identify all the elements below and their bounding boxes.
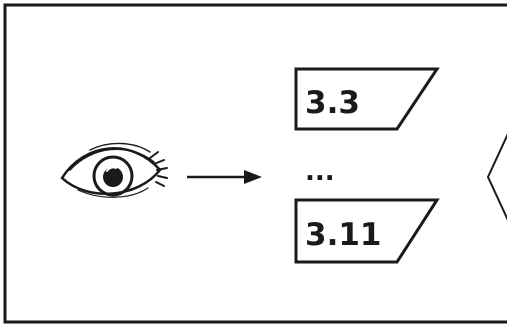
tag-3-3: 3.3: [294, 67, 440, 131]
eye-icon: [60, 142, 168, 198]
tag-shape: [294, 67, 440, 131]
chevron-left-icon: [486, 133, 507, 221]
arrow-right-icon: [187, 170, 262, 184]
ellipsis: ...: [305, 157, 335, 187]
tag-label: 3.11: [305, 217, 382, 253]
frame-border: [3, 3, 507, 324]
tag-shape: [294, 198, 440, 264]
tag-3-11: 3.11: [294, 198, 440, 264]
tag-label: 3.3: [305, 85, 360, 121]
